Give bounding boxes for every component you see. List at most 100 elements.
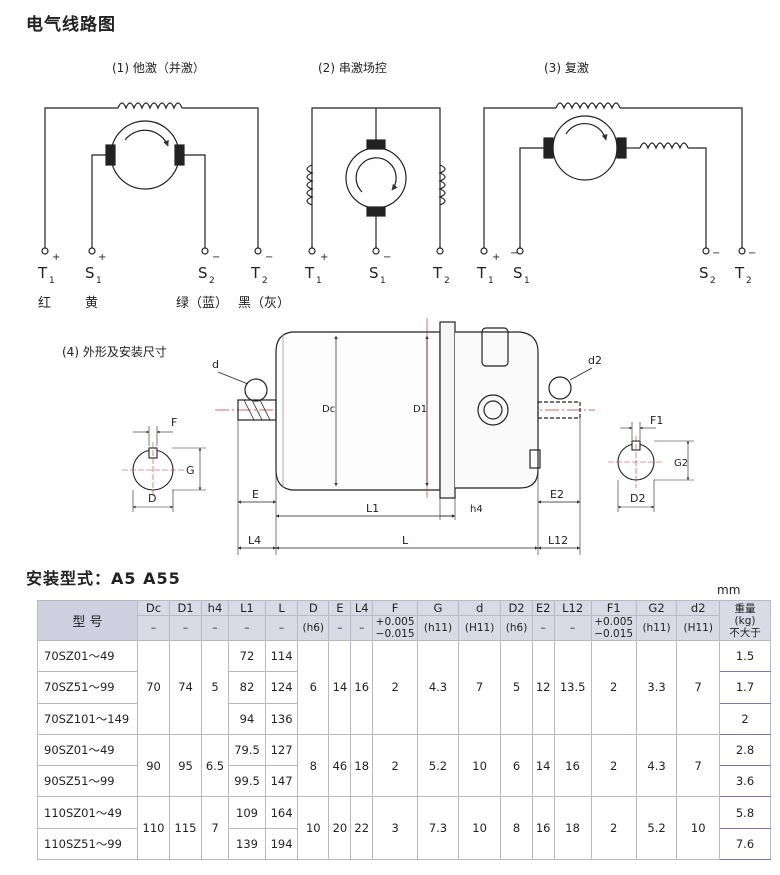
- header-col: D2: [500, 600, 533, 616]
- svg-text:1: 1: [380, 276, 386, 286]
- weight-cell: 5.8: [719, 796, 771, 829]
- header-col: L4: [350, 600, 374, 616]
- outline-label: (4) 外形及安装尺寸: [62, 344, 167, 359]
- svg-text:1: 1: [488, 276, 494, 286]
- outline-dimension-labels: d d2 Dc D1 E L1 h4 L4 L E2 L12: [212, 354, 602, 547]
- model-cell: 90SZ01～49: [37, 733, 138, 767]
- circuit-2: (2) 串激场控: [306, 61, 446, 255]
- header-tolerance: (h6): [297, 615, 330, 641]
- header-col: E2: [531, 600, 555, 616]
- svg-text:S: S: [198, 264, 208, 282]
- svg-text:D: D: [148, 492, 156, 505]
- svg-text:S: S: [699, 264, 709, 282]
- weight-cell: 2: [719, 702, 771, 735]
- header-tolerance: –: [328, 615, 352, 641]
- dimension-table: 型 号 Dc D1 h4 L1 L D E L4 F G d D2 E2 L12…: [37, 600, 771, 861]
- svg-text:−: −: [510, 248, 518, 259]
- svg-text:L: L: [402, 534, 409, 547]
- header-col: h4: [201, 600, 229, 616]
- header-tolerance: –: [531, 615, 555, 641]
- svg-text:T: T: [37, 264, 48, 282]
- weight-cell: 3.6: [719, 765, 771, 798]
- model-cell: 110SZ51～99: [37, 827, 138, 861]
- wire-color-red: 红: [38, 295, 51, 311]
- weight-cell: 2.8: [719, 733, 771, 767]
- svg-text:+: +: [492, 252, 500, 263]
- weight-cell: 7.6: [719, 827, 771, 861]
- circuit-1: (1) 他激（并激）: [41, 61, 262, 255]
- header-tolerance: +0.005 −0.015: [372, 615, 419, 641]
- header-tolerance: (H11): [457, 615, 502, 641]
- svg-text:+: +: [320, 252, 328, 263]
- series-coil: [639, 142, 689, 150]
- svg-text:−: −: [265, 252, 273, 263]
- svg-text:L1: L1: [366, 502, 379, 515]
- header-col: F: [372, 600, 419, 616]
- svg-text:Dc: Dc: [322, 404, 335, 415]
- svg-text:2: 2: [262, 276, 268, 286]
- header-col: L: [265, 600, 299, 616]
- svg-text:D1: D1: [413, 404, 427, 415]
- svg-text:T: T: [734, 264, 745, 282]
- header-col: F1: [590, 600, 637, 616]
- svg-text:G: G: [186, 464, 195, 477]
- header-col: E: [328, 600, 352, 616]
- header-tolerance: –: [265, 615, 299, 641]
- field-coil: [117, 102, 183, 110]
- svg-text:−: −: [212, 252, 220, 263]
- svg-text:2: 2: [444, 276, 450, 286]
- header-col: G: [417, 600, 459, 616]
- armature: [552, 115, 618, 181]
- circuit-1-label: (1) 他激（并激）: [112, 61, 205, 75]
- svg-text:1: 1: [316, 276, 322, 286]
- table-row: 110SZ51～99 139 194 7.6: [37, 827, 771, 861]
- svg-text:T: T: [250, 264, 261, 282]
- table-row: 90SZ01～49 90 95 6.5 79.5 127 8 46 18 2 5…: [37, 733, 771, 798]
- header-col: d2: [676, 600, 720, 616]
- svg-text:E2: E2: [550, 488, 564, 501]
- header-tolerance: –: [553, 615, 592, 641]
- model-cell: 90SZ51～99: [37, 765, 138, 798]
- header-col: G2: [635, 600, 678, 616]
- wire-color-black: 黑（灰）: [238, 296, 290, 311]
- svg-text:F1: F1: [650, 414, 663, 427]
- svg-text:G2: G2: [674, 458, 688, 469]
- svg-text:d2: d2: [588, 354, 602, 367]
- header-tolerance: +0.005 −0.015: [590, 615, 637, 641]
- header-weight: 重量 (kg) 不大于: [719, 600, 771, 641]
- header-col: D: [297, 600, 330, 616]
- svg-text:L12: L12: [548, 534, 568, 547]
- svg-text:d: d: [212, 358, 219, 371]
- header-tolerance: –: [136, 615, 171, 641]
- header-tolerance: (h11): [635, 615, 678, 641]
- header-tolerance: –: [227, 615, 267, 641]
- series-coil-right: [438, 164, 446, 206]
- header-model: 型 号: [37, 600, 138, 641]
- header-col: L12: [553, 600, 592, 616]
- unit-label: mm: [717, 583, 741, 597]
- header-col: Dc: [136, 600, 171, 616]
- svg-text:D2: D2: [630, 492, 645, 505]
- svg-text:h4: h4: [470, 504, 483, 515]
- circuit-3-label: (3) 复激: [544, 61, 589, 75]
- shaft-section-right: [608, 422, 694, 512]
- mount-type-title: 安装型式：A5 A55: [26, 569, 181, 588]
- table-subheader-row: – – – – – (h6) – – +0.005 −0.015 (h11) (…: [38, 615, 771, 641]
- table-header-row: 型 号 Dc D1 h4 L1 L D E L4 F G d D2 E2 L12…: [37, 600, 771, 641]
- table-row: 110SZ01～49 110 115 7 109 164 10 20 22 3 …: [37, 796, 771, 860]
- svg-text:+: +: [98, 252, 106, 263]
- shaft-section-left-labels: F G D: [148, 416, 195, 505]
- series-coil-left: [306, 164, 314, 206]
- svg-text:S: S: [85, 264, 95, 282]
- header-col: d: [457, 600, 502, 616]
- svg-text:E: E: [252, 488, 259, 501]
- header-col: L1: [227, 600, 267, 616]
- svg-text:T: T: [432, 264, 443, 282]
- header-tolerance: –: [201, 615, 229, 641]
- svg-text:2: 2: [746, 276, 752, 286]
- wire-color-yellow: 黄: [85, 296, 98, 311]
- model-cell: 70SZ51～99: [37, 671, 138, 704]
- model-cell: 70SZ01～49: [37, 639, 138, 673]
